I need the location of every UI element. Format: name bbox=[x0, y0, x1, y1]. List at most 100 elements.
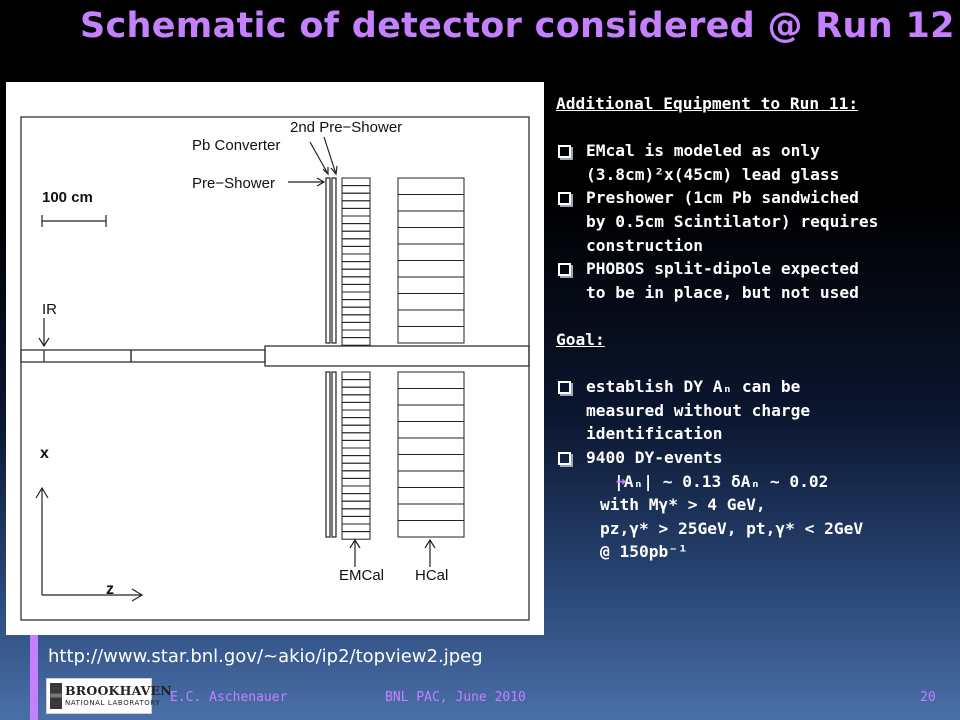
slide-number: 20 bbox=[920, 690, 936, 705]
emcal-cell bbox=[341, 477, 371, 487]
hcal-cell bbox=[397, 276, 465, 294]
emcal-cell bbox=[341, 531, 371, 540]
emcal-cell bbox=[341, 379, 371, 388]
bullet-line: 9400 DY-events bbox=[586, 447, 723, 467]
bullet-line: identification bbox=[586, 424, 723, 444]
emcal bbox=[341, 177, 371, 540]
detector-schematic: 100 cm IR 2nd Pre−Shower Pb Converter Pr… bbox=[6, 82, 544, 635]
hcal-cell bbox=[397, 177, 465, 195]
bullet-preshower: Preshower (1cm Pb sandwiched by 0.5cm Sc… bbox=[556, 186, 956, 257]
emcal-cell bbox=[341, 523, 371, 533]
bullet-line: establish DY Aₙ can be bbox=[586, 377, 801, 397]
x-axis-label: x bbox=[40, 445, 49, 462]
emcal-cell bbox=[341, 409, 371, 419]
ir-label: IR bbox=[42, 301, 57, 318]
emcal-cell bbox=[341, 185, 371, 194]
footer-author: E.C. Aschenauer bbox=[170, 690, 288, 705]
hcal-cell bbox=[397, 503, 465, 521]
hcal-label: HCal bbox=[415, 567, 448, 584]
bottom-arrows bbox=[349, 538, 436, 567]
goal-detail-text: |Aₙ| ~ 0.13 δAₙ ~ 0.02 bbox=[614, 471, 829, 491]
hcal-cell bbox=[397, 371, 465, 389]
emcal-cell bbox=[341, 253, 371, 263]
pb-converter bbox=[325, 177, 331, 538]
emcal-cell bbox=[341, 424, 371, 434]
emcal-cell bbox=[341, 515, 371, 525]
emcal-cell bbox=[341, 485, 371, 495]
scale-label: 100 cm bbox=[42, 189, 93, 206]
emcal-cell bbox=[341, 299, 371, 308]
emcal-cell bbox=[341, 223, 371, 232]
scale-bar bbox=[41, 215, 107, 227]
emcal-cell bbox=[341, 245, 371, 255]
accent-bar bbox=[30, 635, 38, 720]
equipment-panel: Additional Equipment to Run 11: EMcal is… bbox=[556, 92, 956, 564]
second-preshower-label: 2nd Pre−Shower bbox=[290, 119, 402, 136]
bullet-line: (3.8cm)²x(45cm) lead glass bbox=[586, 164, 840, 184]
arrow-right-icon: → bbox=[616, 470, 626, 490]
preshower bbox=[331, 177, 337, 538]
hcal-cell bbox=[397, 421, 465, 439]
hcal-cell bbox=[397, 194, 465, 212]
axis-arrows bbox=[35, 486, 144, 602]
goal-detail-1: → |Aₙ| ~ 0.13 δAₙ ~ 0.02 bbox=[556, 470, 956, 494]
bullet-dy-events: 9400 DY-events bbox=[556, 446, 956, 470]
emcal-cell bbox=[341, 192, 371, 202]
emcal-cell bbox=[341, 508, 371, 517]
bullet-box-icon bbox=[558, 192, 571, 206]
emcal-cell bbox=[341, 276, 371, 285]
emcal-cell bbox=[341, 268, 371, 278]
hcal-cell bbox=[397, 520, 465, 538]
emcal-cell bbox=[341, 439, 371, 449]
label-arrows bbox=[288, 136, 338, 187]
emcal-cell bbox=[341, 401, 371, 411]
detector-schematic-svg: 100 cm IR 2nd Pre−Shower Pb Converter Pr… bbox=[20, 116, 530, 621]
bullet-dy-an: establish DY Aₙ can be measured without … bbox=[556, 375, 956, 446]
z-axis-label: z bbox=[106, 581, 114, 598]
ir-arrow bbox=[38, 318, 50, 348]
preshower-label: Pre−Shower bbox=[192, 175, 275, 192]
bullet-line: EMcal is modeled as only bbox=[586, 141, 820, 161]
emcal-cell bbox=[341, 230, 371, 240]
bullet-line: Preshower (1cm Pb sandwiched bbox=[586, 188, 859, 208]
emcal-cell bbox=[341, 432, 371, 441]
emcal-label: EMCal bbox=[339, 567, 384, 584]
emcal-cell bbox=[341, 314, 371, 323]
source-url[interactable]: http://www.star.bnl.gov/~akio/ip2/topvie… bbox=[48, 646, 483, 667]
emcal-cell bbox=[341, 207, 371, 217]
bullet-line: to be in place, but not used bbox=[586, 282, 859, 302]
emcal-cell bbox=[341, 215, 371, 225]
bullet-box-icon bbox=[558, 381, 571, 395]
goal-detail-4: @ 150pb⁻¹ bbox=[600, 542, 688, 562]
goal-heading: Goal: bbox=[556, 329, 605, 349]
hcal-cell bbox=[397, 293, 465, 311]
bullet-box-icon bbox=[558, 451, 571, 465]
bullet-emcal: EMcal is modeled as only (3.8cm)²x(45cm)… bbox=[556, 139, 956, 186]
hcal-cell bbox=[397, 470, 465, 488]
bullet-line: construction bbox=[586, 235, 703, 255]
bullet-line: measured without charge bbox=[586, 400, 811, 420]
hcal-cell bbox=[397, 404, 465, 422]
hcal-cell bbox=[397, 227, 465, 245]
hcal-cell bbox=[397, 487, 465, 505]
goal-detail-3: pz,γ* > 25GeV, pt,γ* < 2GeV bbox=[600, 518, 864, 538]
hcal-cell bbox=[397, 326, 465, 344]
bullet-box-icon bbox=[558, 263, 571, 277]
emcal-cell bbox=[341, 177, 371, 187]
emcal-cell bbox=[341, 493, 371, 502]
footer-event: BNL PAC, June 2010 bbox=[385, 690, 526, 705]
emcal-cell bbox=[341, 238, 371, 247]
hcal-cell bbox=[397, 260, 465, 278]
emcal-cell bbox=[341, 386, 371, 396]
emcal-cell bbox=[341, 283, 371, 293]
slide-title: Schematic of detector considered @ Run 1… bbox=[80, 6, 955, 46]
emcal-cell bbox=[341, 455, 371, 464]
emcal-cell bbox=[341, 200, 371, 209]
emcal-cell bbox=[341, 371, 371, 381]
hcal-cell bbox=[397, 454, 465, 472]
bullet-line: PHOBOS split-dipole expected bbox=[586, 259, 859, 279]
emcal-cell bbox=[341, 470, 371, 479]
schematic-frame bbox=[20, 116, 530, 621]
emcal-cell bbox=[341, 306, 371, 316]
bullet-line: by 0.5cm Scintilator) requires bbox=[586, 211, 879, 231]
